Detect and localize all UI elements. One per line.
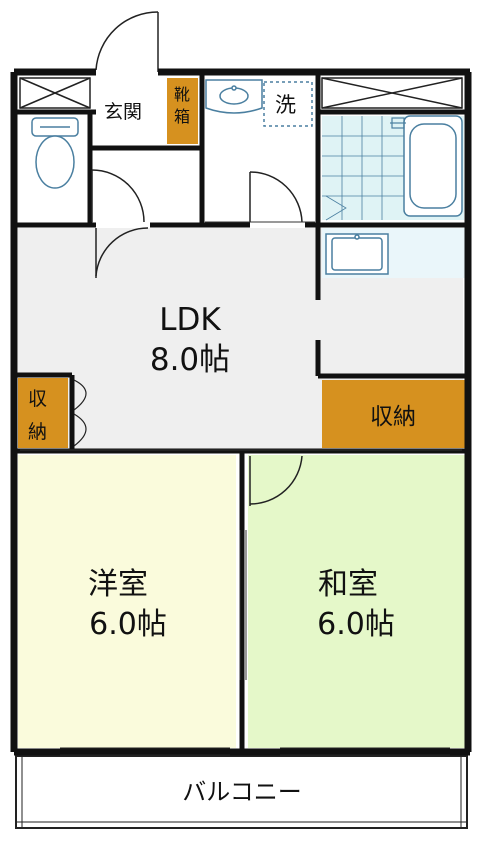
shoe-box [167, 78, 198, 144]
bath-tiles [322, 116, 404, 221]
storage-right-label: 収納 [370, 404, 416, 430]
storage-left-label-1: 収 [28, 388, 47, 410]
storage-left-label-2: 納 [28, 421, 47, 443]
toilet [31, 117, 79, 189]
interior-walls [14, 72, 468, 752]
western-room-size: 6.0帖 [89, 607, 167, 642]
balcony-label: バルコニー [182, 778, 302, 806]
vent-box-right [321, 77, 463, 109]
japanese-room-name: 和室 [318, 567, 378, 602]
japanese-room-size: 6.0帖 [317, 607, 395, 642]
balcony [15, 755, 468, 829]
western-room-floor [18, 455, 236, 748]
entrance-door [95, 11, 159, 72]
bathtub [403, 115, 463, 217]
ldk-size: 8.0帖 [150, 342, 230, 378]
washer-label: 洗 [275, 93, 296, 117]
shoe-box-label-1: 靴箱 [174, 85, 190, 126]
western-room-name: 洋室 [88, 567, 148, 602]
ldk-name: LDK [159, 302, 221, 338]
vent-box-left [19, 77, 91, 109]
kitchen-sink [325, 233, 389, 275]
washer-space [263, 81, 313, 127]
entrance-label: 玄関 [104, 101, 142, 123]
wash-basin [205, 79, 263, 114]
storage-left [18, 378, 68, 448]
storage-right [322, 380, 465, 448]
japanese-room-floor [248, 455, 465, 748]
